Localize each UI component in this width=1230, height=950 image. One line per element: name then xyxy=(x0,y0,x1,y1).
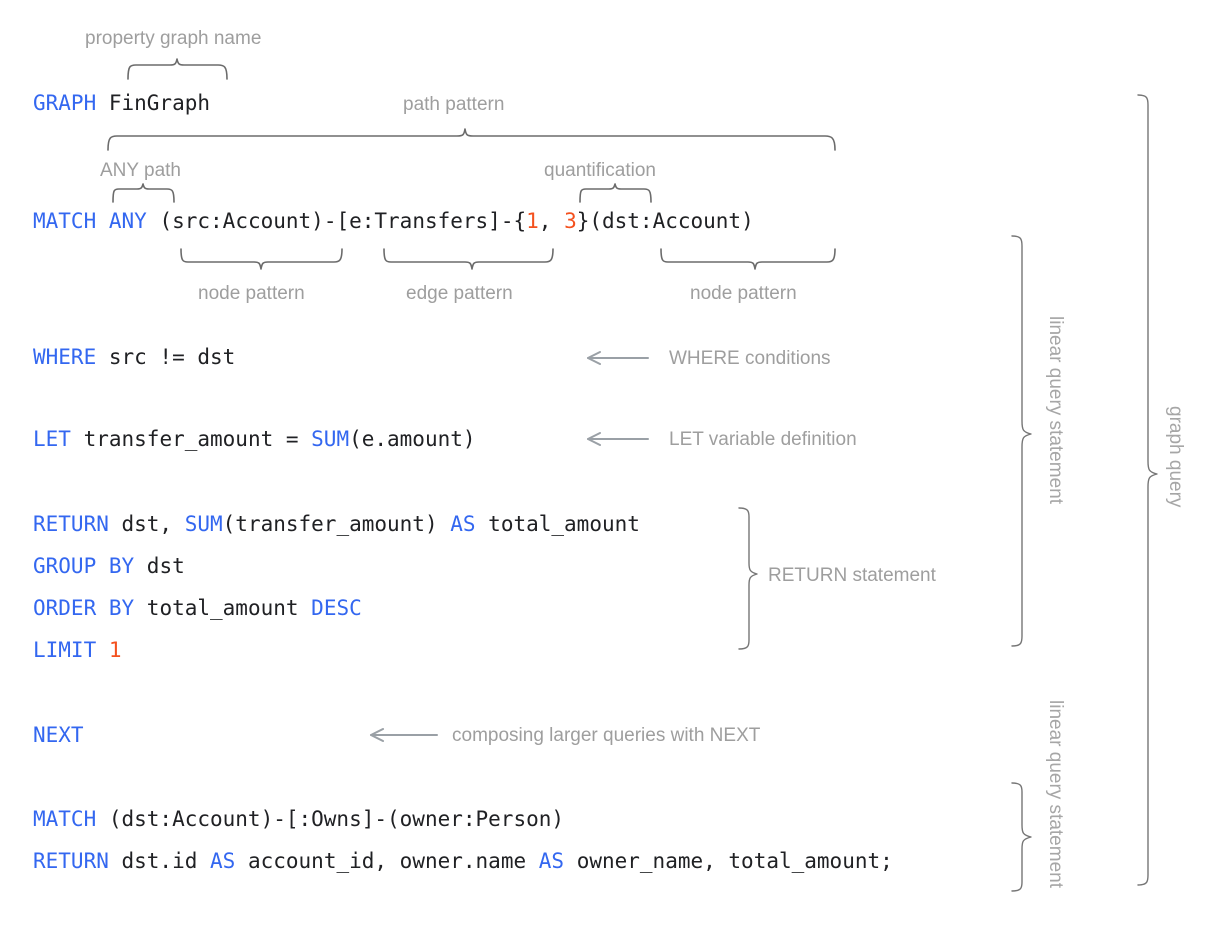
code-token: (transfer_amount) xyxy=(222,512,451,536)
brace-property-graph-name xyxy=(127,58,228,80)
code-line-return-2: RETURN dst.id AS account_id, owner.name … xyxy=(33,848,893,874)
annotation-linear-query-statement-2: linear query statement xyxy=(1045,700,1066,888)
code-token: owner_name, total_amount; xyxy=(564,849,893,873)
arrow-let-variable-definition xyxy=(587,432,649,446)
code-token: , xyxy=(538,209,565,233)
code-token: GROUP BY xyxy=(33,554,135,578)
brace-linear-query-statement-2 xyxy=(1011,782,1032,892)
code-token: MATCH xyxy=(33,209,97,233)
code-token: }(dst:Account) xyxy=(576,209,754,233)
annotation-node-pattern-right: node pattern xyxy=(690,283,797,304)
code-token: WHERE xyxy=(33,345,97,369)
code-line-match-1: MATCH ANY (src:Account)-[e:Transfers]-{1… xyxy=(33,208,754,234)
code-token: src != dst xyxy=(96,345,236,369)
annotation-node-pattern-left: node pattern xyxy=(198,283,305,304)
brace-quantification xyxy=(579,183,652,203)
code-token: DESC xyxy=(311,596,362,620)
code-line-where: WHERE src != dst xyxy=(33,344,235,370)
code-token: LIMIT xyxy=(33,638,97,662)
code-token xyxy=(96,209,109,233)
code-line-graph: GRAPH FinGraph xyxy=(33,90,210,116)
brace-return-statement xyxy=(738,507,758,650)
code-token: (dst:Account)-[:Owns]-(owner:Person) xyxy=(96,807,565,831)
code-line-limit: LIMIT 1 xyxy=(33,637,122,663)
code-token: transfer_amount = xyxy=(70,427,312,451)
code-token: GRAPH xyxy=(33,91,97,115)
code-token xyxy=(96,638,109,662)
code-token: dst xyxy=(134,554,185,578)
code-line-next: NEXT xyxy=(33,722,84,748)
code-token: account_id, owner.name xyxy=(235,849,539,873)
code-token: LET xyxy=(33,427,71,451)
code-token: AS xyxy=(450,512,476,536)
annotation-where-conditions: WHERE conditions xyxy=(669,348,831,369)
code-token: ORDER BY xyxy=(33,596,135,620)
annotation-return-statement: RETURN statement xyxy=(768,565,936,586)
code-line-match-2: MATCH (dst:Account)-[:Owns]-(owner:Perso… xyxy=(33,806,564,832)
brace-edge-pattern xyxy=(383,248,554,270)
code-line-groupby: GROUP BY dst xyxy=(33,553,185,579)
annotation-composing-with-next: composing larger queries with NEXT xyxy=(452,725,761,746)
annotation-linear-query-statement-1: linear query statement xyxy=(1045,316,1066,504)
code-token: dst.id xyxy=(108,849,211,873)
annotation-let-variable-definition: LET variable definition xyxy=(669,429,857,450)
annotation-property-graph-name: property graph name xyxy=(85,28,262,49)
arrow-where-conditions xyxy=(587,351,649,365)
brace-any-path xyxy=(112,183,175,203)
arrow-composing-with-next xyxy=(370,728,438,742)
annotation-graph-query: graph query xyxy=(1165,406,1186,508)
code-line-orderby: ORDER BY total_amount DESC xyxy=(33,595,362,621)
code-token: FinGraph xyxy=(96,91,211,115)
code-token: MATCH xyxy=(33,807,97,831)
brace-graph-query xyxy=(1137,94,1158,886)
code-token: AS xyxy=(538,849,565,873)
annotation-quantification: quantification xyxy=(544,160,656,181)
code-token: total_amount xyxy=(475,512,640,536)
code-line-let: LET transfer_amount = SUM(e.amount) xyxy=(33,426,476,452)
code-token: NEXT xyxy=(33,723,84,747)
code-token: RETURN xyxy=(33,512,109,536)
brace-node-pattern-left xyxy=(180,248,343,270)
code-token: SUM xyxy=(184,512,223,536)
code-token: RETURN xyxy=(33,849,109,873)
code-token: 1 xyxy=(108,638,122,662)
annotation-path-pattern: path pattern xyxy=(403,94,505,115)
annotation-any-path: ANY path xyxy=(100,160,181,181)
code-token: AS xyxy=(210,849,236,873)
code-token: (src:Account)-[e:Transfers]-{ xyxy=(146,209,527,233)
code-token: dst, xyxy=(108,512,185,536)
annotation-edge-pattern: edge pattern xyxy=(406,283,513,304)
brace-path-pattern xyxy=(107,128,836,151)
code-line-return-1: RETURN dst, SUM(transfer_amount) AS tota… xyxy=(33,511,640,537)
code-token: ANY xyxy=(108,209,147,233)
brace-linear-query-statement-1 xyxy=(1011,235,1032,647)
code-token: 1 xyxy=(526,209,539,233)
code-token: 3 xyxy=(564,209,577,233)
code-token: SUM xyxy=(311,427,350,451)
code-token: total_amount xyxy=(134,596,312,620)
code-token: (e.amount) xyxy=(349,427,476,451)
brace-node-pattern-right xyxy=(660,248,836,270)
